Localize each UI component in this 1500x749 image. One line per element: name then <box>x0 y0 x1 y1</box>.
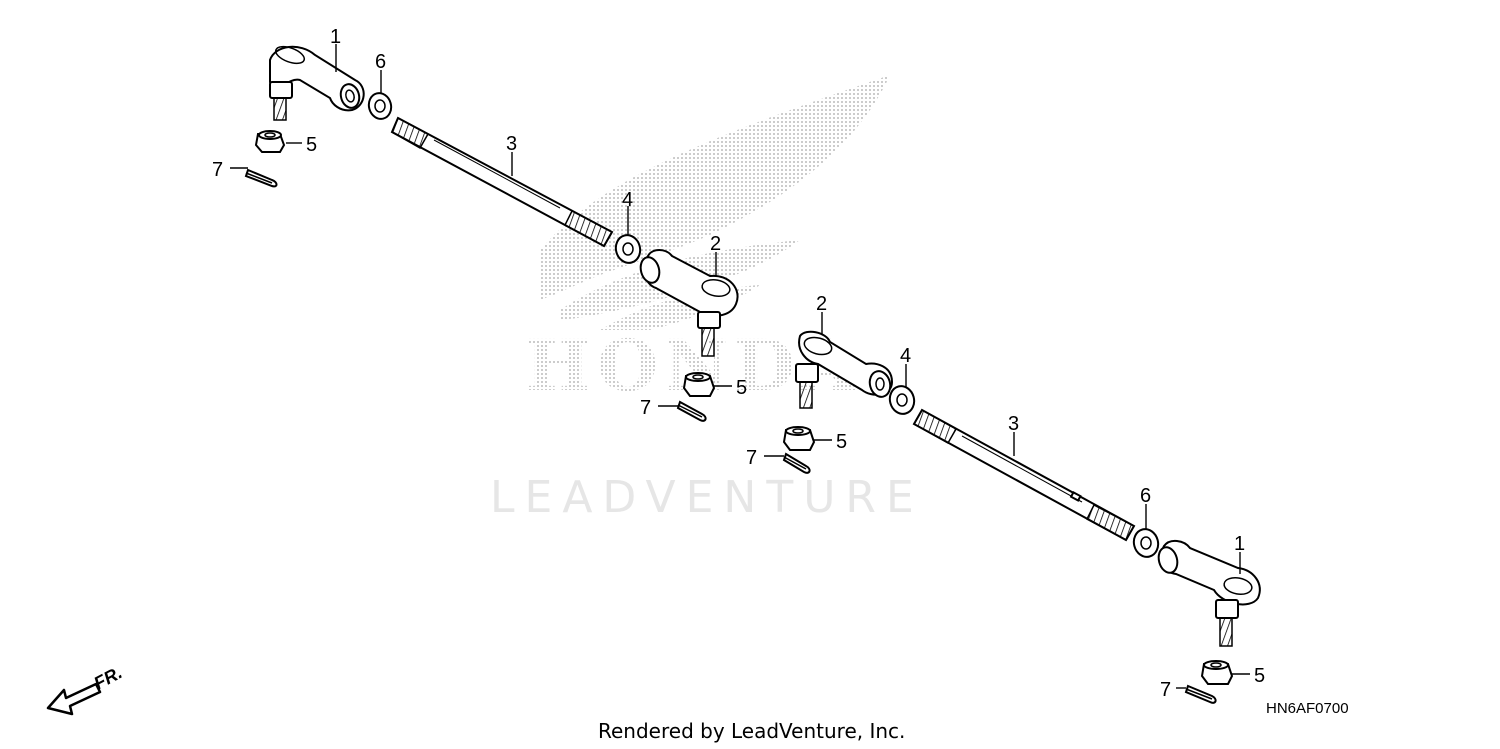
callout-1-top: 1 <box>330 26 341 48</box>
callout-3-right: 3 <box>1008 413 1019 435</box>
diagram-code: HN6AF0700 <box>1266 700 1349 717</box>
cotter-pin-center-right <box>782 452 811 474</box>
callout-6-top: 6 <box>375 51 386 73</box>
render-credit: Rendered by LeadVenture, Inc. <box>598 719 905 743</box>
callout-5-center-left: 5 <box>736 377 747 399</box>
tie-rod-left <box>390 116 614 248</box>
callout-2-left: 2 <box>710 233 721 255</box>
cotter-pin-right-bottom <box>1184 684 1217 704</box>
callout-3-left: 3 <box>506 133 517 155</box>
leader-lines <box>230 44 1250 689</box>
callout-2-right: 2 <box>816 293 827 315</box>
callout-4-right: 4 <box>900 345 911 367</box>
callout-7-center-left: 7 <box>640 397 651 419</box>
tie-rod-end-left <box>269 45 365 121</box>
cotter-pin-left-top <box>244 168 278 188</box>
callout-5-bottom: 5 <box>1254 665 1265 687</box>
callout-4-left: 4 <box>622 189 633 211</box>
lock-nut-6-left <box>367 92 393 120</box>
lock-nut-6-right <box>1132 528 1160 558</box>
callout-6-right: 6 <box>1140 485 1151 507</box>
front-direction-arrow-icon <box>46 682 102 716</box>
lock-nut-4-left <box>614 234 642 264</box>
callout-7-center-right: 7 <box>746 447 757 469</box>
tie-rod-end-center-right <box>795 330 894 409</box>
tie-rod-end-center-left <box>639 249 739 357</box>
castle-nut-right-bottom <box>1200 660 1234 685</box>
castle-nut-left-top <box>254 130 286 153</box>
callout-7-bottom: 7 <box>1160 679 1171 701</box>
leadventure-watermark-text: LEADVENTURE <box>490 472 924 523</box>
castle-nut-center-right <box>782 426 816 451</box>
callout-5-center-right: 5 <box>836 431 847 453</box>
tie-rod-right <box>912 408 1136 542</box>
lock-nut-4-right <box>888 385 916 415</box>
cotter-pin-center-left <box>676 400 707 422</box>
callout-7-top: 7 <box>212 159 223 181</box>
callout-1-bottom: 1 <box>1234 533 1245 555</box>
tie-rod-end-right <box>1157 540 1261 647</box>
castle-nut-center-left <box>682 372 716 397</box>
callout-5-top: 5 <box>306 134 317 156</box>
